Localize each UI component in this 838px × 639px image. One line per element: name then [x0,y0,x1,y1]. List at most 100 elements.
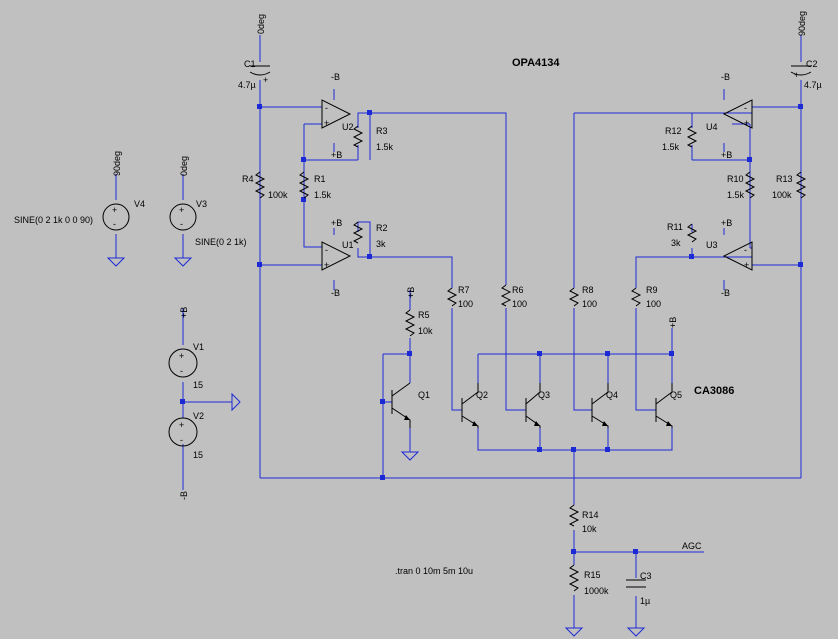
svg-text:V4: V4 [134,199,145,209]
wires [115,35,802,628]
svg-text:+B: +B [331,218,342,228]
svg-text:-B: -B [721,288,730,298]
resistors [254,125,807,592]
svg-text:15: 15 [193,380,203,390]
svg-text:-B: -B [721,72,730,82]
opamp-u3: - + U3 [706,240,753,271]
svg-text:R6: R6 [512,285,524,295]
svg-text:-: - [180,219,183,229]
svg-text:+: + [179,420,184,430]
svg-text:C1: C1 [244,59,256,69]
capacitor-c2: C2 4.7µ + [790,59,822,90]
svg-text:100: 100 [458,299,473,309]
svg-text:R2: R2 [376,223,388,233]
svg-text:1.5k: 1.5k [376,142,394,152]
svg-text:90deg: 90deg [797,11,807,36]
svg-text:+B: +B [721,150,732,160]
svg-text:-B: -B [179,491,189,500]
svg-text:SINE(0 2 1k 0 0 90): SINE(0 2 1k 0 0 90) [14,215,93,225]
svg-text:Q2: Q2 [476,390,488,400]
junctions [180,104,803,554]
svg-text:R14: R14 [582,510,599,520]
svg-text:100: 100 [646,299,661,309]
capacitor-c3: C3 1µ [626,571,652,606]
voltage-sources: + - + - + - + - [102,203,198,447]
svg-text:Q4: Q4 [606,390,618,400]
ca3086-label: CA3086 [694,385,734,397]
svg-text:+: + [324,260,329,270]
svg-text:R15: R15 [584,570,601,580]
svg-text:C2: C2 [806,59,818,69]
transistors [391,382,673,428]
svg-text:15: 15 [193,450,203,460]
svg-text:+: + [744,118,749,128]
svg-text:R11: R11 [667,222,683,232]
svg-text:-: - [744,245,747,255]
svg-text:U3: U3 [706,240,718,250]
svg-text:0deg: 0deg [179,156,189,176]
svg-text:V2: V2 [193,411,204,421]
svg-text:U4: U4 [706,122,718,132]
svg-text:-B: -B [331,72,340,82]
svg-text:+: + [744,260,749,270]
svg-text:3k: 3k [376,239,386,249]
svg-text:1.5k: 1.5k [314,190,332,200]
svg-text:-: - [744,103,747,113]
opamp-u4: - + U4 [706,99,753,132]
svg-text:R9: R9 [646,285,658,295]
agc-label: AGC [682,541,702,551]
svg-text:R12: R12 [665,126,682,136]
svg-text:R5: R5 [418,310,430,320]
svg-text:1.5k: 1.5k [727,190,745,200]
svg-text:+B: +B [721,218,732,228]
svg-text:+: + [179,205,184,215]
svg-text:4.7µ: 4.7µ [238,80,256,90]
opa4134-label: OPA4134 [512,57,560,69]
svg-text:-: - [180,435,183,445]
svg-text:100: 100 [582,299,597,309]
svg-text:1µ: 1µ [640,596,650,606]
svg-text:R3: R3 [376,126,388,136]
svg-text:+: + [112,205,117,215]
svg-text:R1: R1 [314,174,326,184]
svg-text:+B: +B [406,287,416,298]
svg-text:+B: +B [331,150,342,160]
svg-text:Q5: Q5 [670,390,682,400]
svg-text:R13: R13 [776,174,793,184]
svg-text:-: - [180,366,183,376]
opamp-u2: - + U2 [321,99,354,132]
svg-text:R8: R8 [582,285,594,295]
svg-text:1.5k: 1.5k [662,142,680,152]
svg-text:4.7µ: 4.7µ [804,80,822,90]
svg-text:0deg: 0deg [256,14,266,34]
svg-text:R7: R7 [458,285,470,295]
svg-text:Q3: Q3 [538,390,550,400]
svg-text:90deg: 90deg [112,151,122,176]
svg-text:V3: V3 [196,199,207,209]
svg-text:+: + [179,351,184,361]
svg-text:10k: 10k [418,326,433,336]
svg-text:10k: 10k [582,524,597,534]
svg-text:C3: C3 [640,571,652,581]
svg-text:-: - [325,245,328,255]
svg-text:100k: 100k [268,190,288,200]
svg-text:1000k: 1000k [584,586,609,596]
svg-text:+B: +B [668,317,678,328]
svg-text:V1: V1 [193,342,204,352]
svg-text:3k: 3k [671,238,681,248]
svg-text:-: - [325,103,328,113]
svg-text:100k: 100k [772,190,792,200]
svg-text:-: - [113,219,116,229]
tran-directive: .tran 0 10m 5m 10u [395,566,473,576]
svg-text:+: + [324,118,329,128]
opamp-u1: - + U1 [321,240,354,271]
svg-text:U2: U2 [342,122,354,132]
svg-text:-B: -B [331,288,340,298]
svg-text:U1: U1 [342,240,354,250]
ground-symbols [106,257,646,637]
capacitor-c1: C1 4.7µ + [238,59,271,90]
svg-text:R4: R4 [242,174,254,184]
svg-text:SINE(0 2 1k): SINE(0 2 1k) [195,237,247,247]
svg-text:+B: +B [179,307,189,318]
